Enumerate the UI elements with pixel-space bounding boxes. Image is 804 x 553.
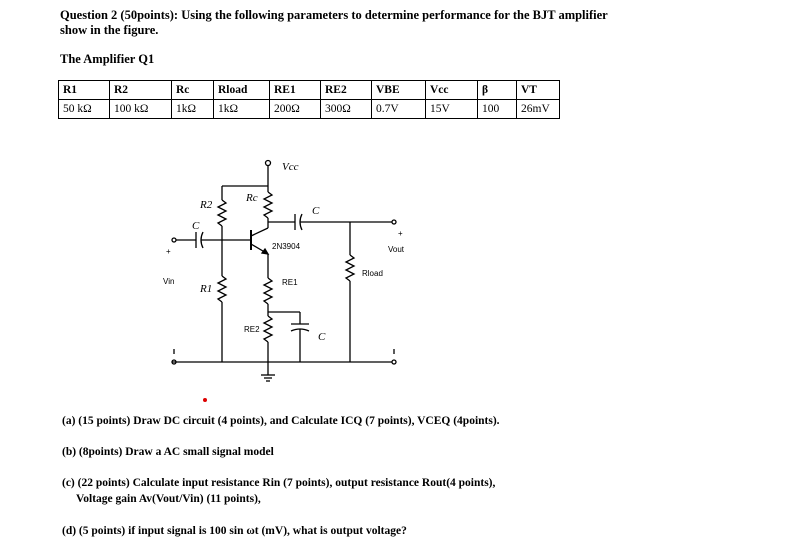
c-in-label: C	[192, 220, 200, 232]
transistor-label: 2N3904	[272, 242, 301, 251]
vout-label: Vout	[388, 245, 405, 254]
r2-label: R2	[199, 199, 213, 211]
rc-resistor	[262, 191, 274, 219]
re1-label: RE1	[282, 278, 298, 287]
c-top-label: C	[312, 205, 320, 217]
header-rload: Rload	[213, 80, 270, 100]
table-value-row: 50 kΩ 100 kΩ 1kΩ 1kΩ 200Ω 300Ω 0.7V 15V …	[58, 99, 560, 119]
part-c-line2: Voltage gain Av(Vout/Vin) (11 points),	[76, 493, 261, 505]
vout-plus: +	[398, 229, 403, 238]
value-r2: 100 kΩ	[109, 99, 172, 119]
r1-label: R1	[199, 283, 212, 295]
value-vbe: 0.7V	[371, 99, 426, 119]
vin-plus: +	[166, 247, 171, 256]
table-header-row: R1 R2 Rc Rload RE1 RE2 VBE Vcc β VT	[58, 80, 560, 100]
rload-resistor	[344, 254, 356, 282]
value-re2: 300Ω	[320, 99, 372, 119]
r2-resistor	[216, 199, 228, 227]
r1-resistor	[216, 275, 228, 303]
transistor-collector	[250, 227, 269, 237]
vin-terminal	[171, 237, 177, 243]
vin-ground-terminal	[171, 359, 177, 365]
red-dot-marker	[203, 398, 207, 402]
c-bypass-label: C	[318, 331, 326, 343]
value-re1: 200Ω	[269, 99, 321, 119]
vcc-terminal	[264, 159, 272, 167]
re1-resistor	[262, 277, 274, 305]
vout-ground-terminal	[391, 359, 397, 365]
value-r1: 50 kΩ	[58, 99, 110, 119]
part-a: (a) (15 points) Draw DC circuit (4 point…	[62, 415, 500, 427]
header-vcc: Vcc	[425, 80, 478, 100]
part-c-line1: (c) (22 points) Calculate input resistan…	[62, 477, 496, 489]
vcc-label: Vcc	[282, 161, 299, 173]
part-b: (b) (8points) Draw a AC small signal mod…	[62, 446, 274, 458]
re2-label: RE2	[244, 325, 260, 334]
vout-terminal	[391, 219, 397, 225]
amplifier-subtitle: The Amplifier Q1	[60, 52, 155, 66]
rload-label: Rload	[362, 269, 383, 278]
parameter-table: R1 R2 Rc Rload RE1 RE2 VBE Vcc β VT 50 k…	[58, 80, 560, 119]
vin-label: Vin	[163, 277, 174, 286]
value-vt: 26mV	[516, 99, 560, 119]
part-d: (d) (5 points) if input signal is 100 si…	[62, 525, 407, 537]
re2-resistor	[262, 315, 274, 343]
rc-label: Rc	[245, 192, 258, 204]
question-title: Question 2 (50points): Using the followi…	[60, 8, 608, 37]
emitter-arrow	[260, 247, 270, 255]
